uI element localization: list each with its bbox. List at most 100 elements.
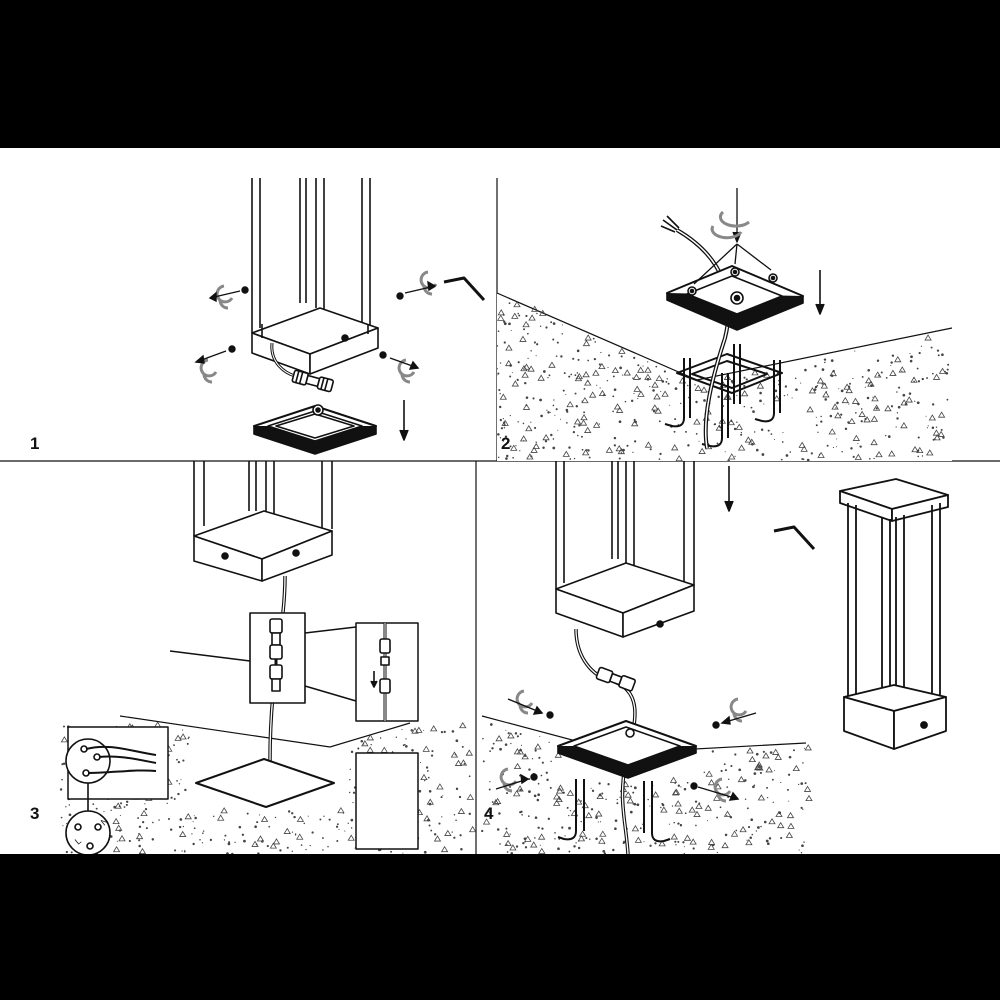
speckle <box>460 847 463 851</box>
speckle <box>836 446 838 448</box>
speckle <box>184 813 192 820</box>
speckle <box>110 835 113 838</box>
speckle <box>909 359 913 363</box>
speckle <box>633 385 641 392</box>
speckle <box>721 841 729 849</box>
speckle <box>497 309 505 316</box>
speckle <box>517 421 519 423</box>
speckle <box>786 788 789 791</box>
speckle <box>544 440 548 443</box>
speckle <box>674 800 682 807</box>
speckle <box>309 844 311 847</box>
speckle <box>633 418 636 422</box>
rotate-arrow-icon <box>397 358 416 384</box>
speckle <box>520 364 528 372</box>
speckle <box>181 850 183 852</box>
speckle <box>786 394 789 396</box>
speckle <box>727 418 735 426</box>
speckle <box>815 424 818 427</box>
speckle <box>848 417 856 424</box>
speckle <box>652 389 655 392</box>
speckle <box>540 774 543 777</box>
speckle <box>802 762 804 764</box>
speckle <box>694 384 696 386</box>
speckle <box>118 805 121 808</box>
speckle <box>649 385 651 388</box>
speckle <box>767 429 770 432</box>
speckle <box>677 840 680 843</box>
speckle <box>423 815 431 822</box>
speckle <box>588 456 591 459</box>
speckle <box>783 394 786 397</box>
speckle <box>600 351 602 354</box>
speckle <box>841 451 843 453</box>
ground-box <box>557 720 697 779</box>
speckle <box>933 434 941 441</box>
screw-icon <box>712 721 720 729</box>
speckle <box>937 411 946 418</box>
speckle <box>503 320 506 323</box>
speckle <box>747 825 751 829</box>
speckle <box>624 791 632 798</box>
speckle <box>515 445 517 447</box>
speckle <box>495 735 503 742</box>
speckle <box>658 420 661 423</box>
speckle <box>530 446 538 453</box>
speckle <box>508 322 511 326</box>
speckle <box>497 345 499 347</box>
speckle <box>619 366 622 370</box>
speckle <box>891 354 895 357</box>
speckle <box>509 445 512 448</box>
speckle <box>527 332 529 335</box>
speckle <box>482 818 491 825</box>
speckle <box>519 450 521 452</box>
speckle <box>243 839 246 843</box>
speckle <box>505 827 508 830</box>
speckle <box>930 346 933 349</box>
speckle <box>674 387 678 391</box>
speckle <box>268 825 271 828</box>
speckle <box>436 783 444 790</box>
speckle <box>677 822 680 825</box>
speckle <box>578 840 580 842</box>
speckle <box>782 432 784 434</box>
speckle <box>735 423 743 430</box>
speckle <box>866 396 870 400</box>
speckle <box>695 400 698 404</box>
speckle <box>491 801 494 803</box>
speckle <box>585 811 593 819</box>
speckle <box>746 747 754 754</box>
speckle <box>344 830 346 832</box>
speckle <box>177 792 180 796</box>
speckle <box>608 354 611 357</box>
speckle <box>553 399 555 401</box>
finished-lamp <box>839 478 949 750</box>
speckle <box>924 334 932 341</box>
speckle <box>932 438 935 441</box>
speckle <box>780 836 783 840</box>
speckle <box>876 359 880 362</box>
speckle <box>577 358 580 361</box>
speckle <box>602 849 606 853</box>
speckle <box>896 412 899 414</box>
speckle <box>695 824 697 827</box>
speckle <box>572 431 576 434</box>
speckle <box>673 821 676 824</box>
speckle <box>468 825 476 833</box>
speckle <box>774 753 782 760</box>
speckle <box>347 834 355 841</box>
speckle <box>916 401 920 405</box>
speckle <box>311 831 314 834</box>
speckle <box>231 852 234 854</box>
speckle <box>694 800 698 803</box>
speckle <box>916 367 919 370</box>
speckle <box>633 802 637 806</box>
speckle <box>655 365 658 368</box>
speckle <box>497 456 500 459</box>
speckle <box>937 354 940 357</box>
speckle <box>212 815 215 818</box>
speckle <box>505 457 508 460</box>
speckle <box>687 384 689 387</box>
speckle <box>694 384 702 391</box>
speckle <box>349 779 351 781</box>
